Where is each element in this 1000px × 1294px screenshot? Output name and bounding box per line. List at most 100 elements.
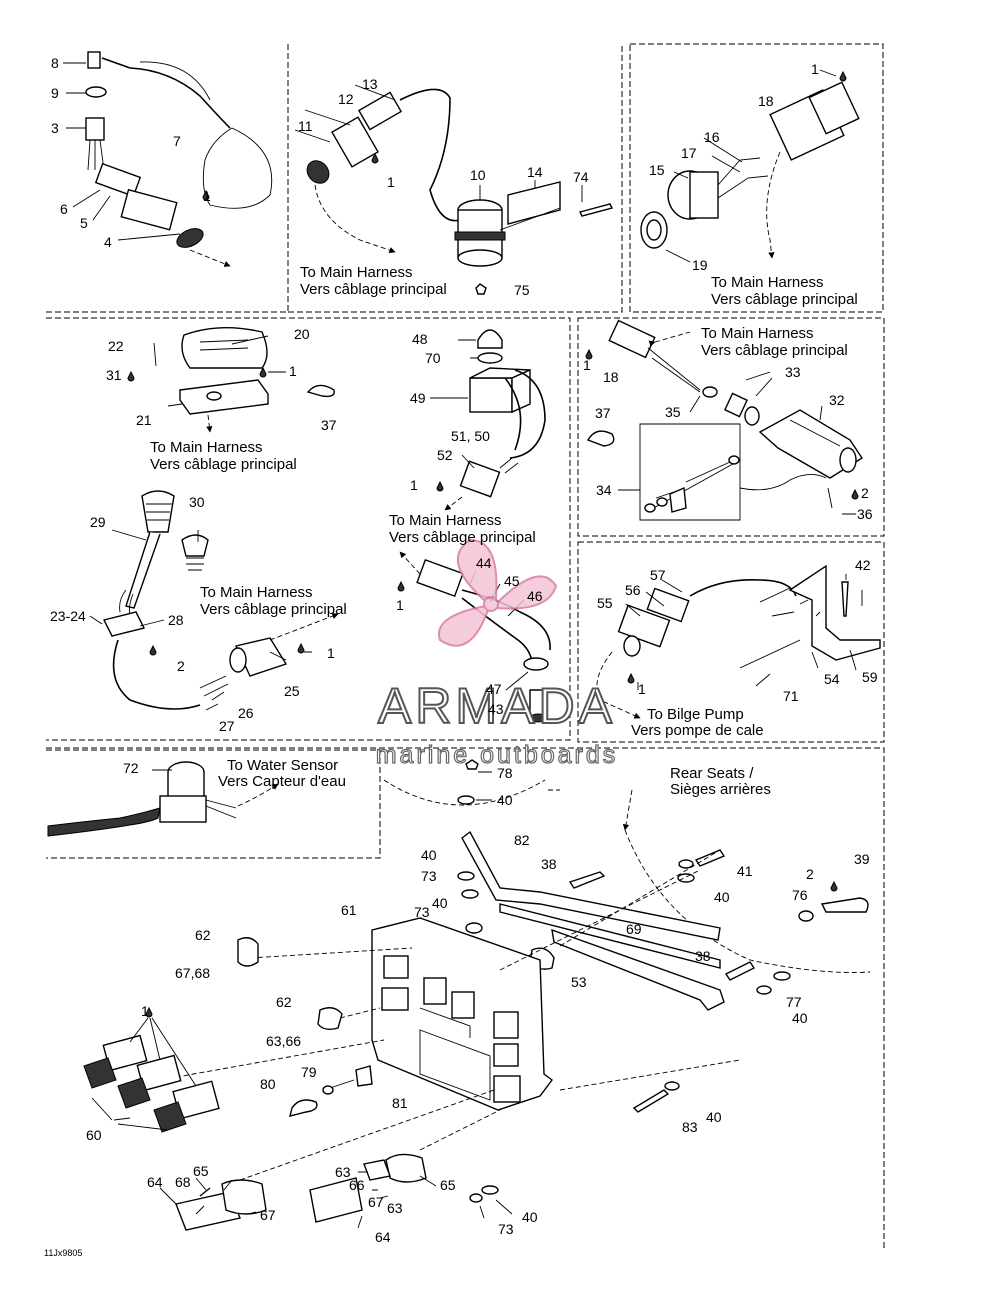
callout: 1 [410, 477, 418, 493]
caption-main-harness-en: To Main Harness [300, 264, 413, 281]
callout: 2 [861, 485, 869, 501]
callout: 66 [349, 1177, 365, 1193]
callout: 19 [692, 257, 708, 273]
callout: 39 [854, 851, 870, 867]
callout: 21 [136, 412, 152, 428]
connector-group [83, 1006, 220, 1133]
callout: 61 [341, 902, 357, 918]
callout: 60 [86, 1127, 102, 1143]
callout: 64 [375, 1229, 391, 1245]
callout: 16 [704, 129, 720, 145]
panel-water-sensor [47, 761, 279, 837]
callout: 8 [51, 55, 59, 71]
callout: 18 [603, 369, 619, 385]
callout: 36 [857, 506, 873, 522]
caption-water-sensor-fr: Vers Capteur d'eau [218, 773, 346, 790]
caption-rear-seats-en: Rear Seats / [670, 765, 754, 782]
callout: 40 [792, 1010, 808, 1026]
callout: 1 [289, 363, 297, 379]
callout: 48 [412, 331, 428, 347]
callout: 22 [108, 338, 124, 354]
panel-bulb-socket [89, 490, 339, 711]
callout: 2 [806, 866, 814, 882]
panel-sensor-assembly [63, 51, 273, 267]
panel-fuse-holder [585, 319, 863, 521]
callout: 51, 50 [451, 428, 490, 444]
callout: 63,66 [266, 1033, 301, 1049]
callout: 4 [104, 234, 112, 250]
callout: 31 [106, 367, 122, 383]
caption-water-sensor-en: To Water Sensor [227, 757, 338, 774]
callout: 13 [362, 76, 378, 92]
callout: 67 [368, 1194, 384, 1210]
panel-relay [430, 329, 546, 511]
callout: 57 [650, 567, 666, 583]
caption-main-harness-en: To Main Harness [711, 274, 824, 291]
callout: 76 [792, 887, 808, 903]
callout: 79 [301, 1064, 317, 1080]
callout: 63 [387, 1200, 403, 1216]
callout: 1 [203, 188, 211, 204]
callout: 18 [758, 93, 774, 109]
callout: 72 [123, 760, 139, 776]
callout: 26 [238, 705, 254, 721]
callout: 55 [597, 595, 613, 611]
callout: 53 [571, 974, 587, 990]
callout: 78 [497, 765, 513, 781]
callout: 5 [80, 215, 88, 231]
callout: 35 [665, 404, 681, 420]
callout: 9 [51, 85, 59, 101]
callout: 27 [219, 718, 235, 734]
callout: 54 [824, 671, 840, 687]
callout: 34 [596, 482, 612, 498]
callout: 65 [193, 1163, 209, 1179]
caption-main-harness-fr: Vers câblage principal [150, 456, 297, 473]
callout: 47 [486, 681, 502, 697]
caption-main-harness-en: To Main Harness [389, 512, 502, 529]
callout: 1 [387, 174, 395, 190]
callout: 67 [260, 1207, 276, 1223]
callout: 81 [392, 1095, 408, 1111]
caption-bilge-pump-en: To Bilge Pump [647, 706, 744, 723]
callout: 42 [855, 557, 871, 573]
panel-bilge-bracket [596, 564, 881, 719]
panel-module-assembly [83, 759, 871, 1231]
caption-main-harness-fr: Vers câblage principal [701, 342, 848, 359]
callout: 67,68 [175, 965, 210, 981]
callout: 23-24 [50, 608, 86, 624]
watermark-logo [437, 538, 558, 647]
callout: 28 [168, 612, 184, 628]
callout: 45 [504, 573, 520, 589]
callout: 32 [829, 392, 845, 408]
callout: 40 [714, 889, 730, 905]
callout: 52 [437, 447, 453, 463]
panel-frames [46, 43, 885, 1250]
callout: 7 [173, 133, 181, 149]
callout: 17 [681, 145, 697, 161]
callout: 70 [425, 350, 441, 366]
callout: 80 [260, 1076, 276, 1092]
callout: 6 [60, 201, 68, 217]
callout: 63 [335, 1164, 351, 1180]
callout: 65 [440, 1177, 456, 1193]
callout: 77 [786, 994, 802, 1010]
callout: 44 [476, 555, 492, 571]
callout: 29 [90, 514, 106, 530]
callout: 43 [488, 701, 504, 717]
callout: 1 [141, 1003, 149, 1019]
callout: 64 [147, 1174, 163, 1190]
caption-main-harness-en: To Main Harness [150, 439, 263, 456]
caption-bilge-pump-fr: Vers pompe de cale [631, 722, 764, 739]
watermark-tagline: marine outboards [376, 741, 619, 769]
callout: 40 [522, 1209, 538, 1225]
callout: 82 [514, 832, 530, 848]
callout: 33 [785, 364, 801, 380]
callout: 73 [498, 1221, 514, 1237]
caption-main-harness-fr: Vers câblage principal [200, 601, 347, 618]
caption-main-harness-en: To Main Harness [701, 325, 814, 342]
callout: 25 [284, 683, 300, 699]
callout: 68 [175, 1174, 191, 1190]
panel-switch [127, 326, 335, 433]
callout: 73 [421, 868, 437, 884]
